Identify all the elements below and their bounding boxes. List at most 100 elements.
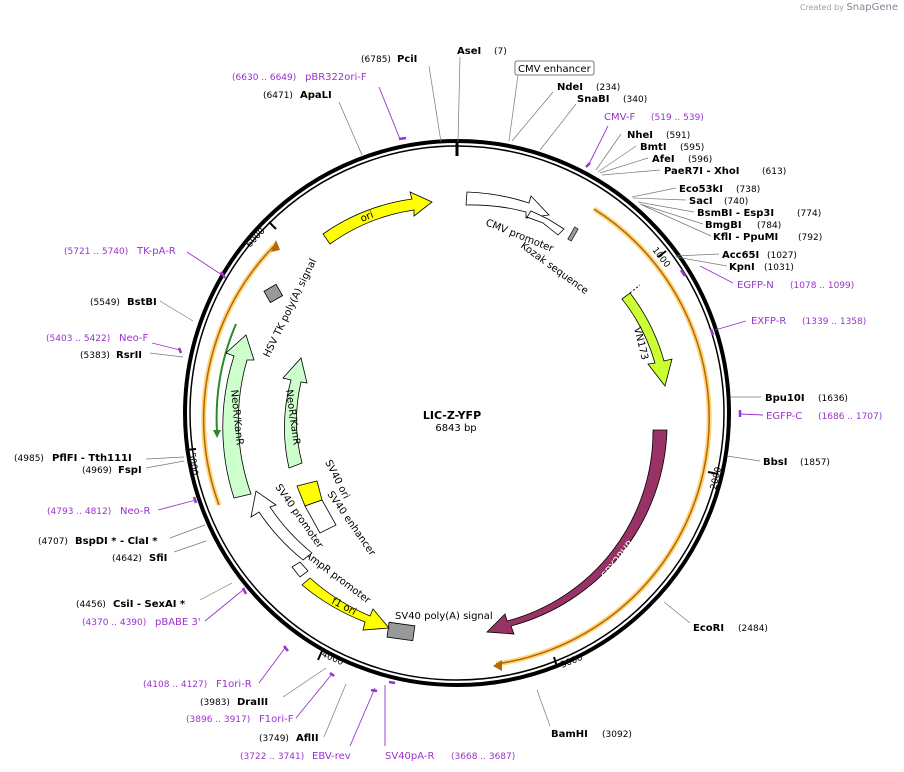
tick-label-4000: 4000 <box>320 650 345 669</box>
feature-label-ori: ori <box>359 210 375 225</box>
leader-bmti <box>597 145 637 173</box>
feature-vn173 <box>621 292 673 387</box>
orf-arc-right-core <box>495 208 710 665</box>
tick-label-6000: 6000 <box>245 226 268 250</box>
primer-name-egfp-n: EGFP-N <box>737 280 774 291</box>
enzyme-pos-kpni: (1031) <box>764 263 794 273</box>
enzyme-pos-rsrii: (5383) <box>80 351 110 361</box>
enzyme-pos-acc65i: (1027) <box>767 251 797 261</box>
orf-arc-left-head <box>271 240 280 252</box>
orf-arc-right-head <box>493 660 502 671</box>
feature-neor-outer <box>222 334 255 499</box>
primer-pos-egfp-c: (1686 .. 1707) <box>818 412 882 422</box>
leader-eco53ki <box>631 187 677 198</box>
leader-ebv-rev <box>349 687 376 747</box>
enzyme-pos-snabi: (340) <box>623 95 647 105</box>
primer-tick-ebv-rev <box>370 688 378 693</box>
leader-egfp-c <box>739 413 764 416</box>
leader-csii <box>199 582 233 601</box>
credit-brand: SnapGene <box>846 2 898 13</box>
orf-arc-right <box>495 206 712 667</box>
enzyme-pos-fspi: (4969) <box>82 466 112 476</box>
leader-ecori <box>663 601 691 624</box>
feature-label-kozak-sequence: Kozak sequence <box>518 241 590 297</box>
primer-tick-sv40pa-r <box>388 680 396 685</box>
enzyme-pos-bamhi: (3092) <box>602 730 632 740</box>
feature-sv40-polya <box>386 621 416 642</box>
primer-tick-tk-pa-r <box>219 271 227 279</box>
feature-label-hsv-tk-polya: HSV TK poly(A) signal <box>262 257 319 359</box>
feature-kozak-sequence <box>567 226 579 242</box>
leader-rsrii <box>149 352 184 358</box>
enzyme-name-apali: ApaLI <box>300 90 332 101</box>
enzyme-name-bbsi: BbsI <box>763 457 787 468</box>
enzyme-name-kpni: KpnI <box>729 262 755 273</box>
leader-neo-r <box>157 499 197 511</box>
enzyme-pos-bbsi: (1857) <box>800 458 830 468</box>
feature-cry2phr <box>486 429 668 635</box>
primer-name-pbabe3: pBABE 3' <box>155 617 201 628</box>
primer-tick-egfp-n <box>679 269 687 277</box>
credit-prefix: Created by <box>799 3 844 12</box>
primer-name-pbr322ori-f: pBR322ori-F <box>305 72 367 83</box>
leader-cmv-f <box>587 125 609 167</box>
enzyme-pos-aflii: (3749) <box>259 734 289 744</box>
primer-tick-f1ori-f <box>329 672 335 677</box>
enzyme-name-sfii: SfiI <box>149 553 167 564</box>
neo-arc-inner <box>215 323 237 433</box>
leader-tk-pa-r <box>186 251 223 276</box>
orf-arc-left-core <box>202 243 277 506</box>
enzyme-pos-pcii: (6785) <box>361 55 391 65</box>
primer-pos-neo-r: (4793 .. 4812) <box>47 507 111 517</box>
leader-aflii <box>323 683 347 738</box>
enzyme-name-saci: SacI <box>689 196 713 207</box>
enzyme-name-snabi: SnaBI <box>577 94 609 105</box>
enzyme-pos-nhei: (591) <box>666 131 690 141</box>
primer-tick-exfp-r <box>709 328 715 336</box>
leader-f1ori-r <box>258 647 286 684</box>
feature-label-cmv-enhancer: CMV enhancer <box>518 64 592 75</box>
primer-pos-f1ori-f: (3896 .. 3917) <box>186 715 250 725</box>
tick-6000 <box>268 221 277 230</box>
leader-kpni <box>675 256 728 267</box>
leader-clai <box>169 524 206 539</box>
enzyme-name-acc65i: Acc65I <box>722 250 759 261</box>
primer-name-neo-r: Neo-R <box>120 506 151 517</box>
enzyme-pos-ndei: (234) <box>596 83 620 93</box>
plasmid-name: LIC-Z-YFP <box>423 409 481 422</box>
primer-name-f1ori-f: F1ori-F <box>259 714 294 725</box>
leader-sfii <box>173 540 207 553</box>
enzyme-name-pcii: PciI <box>397 54 417 65</box>
primer-pos-pbr322ori-f: (6630 .. 6649) <box>232 73 296 83</box>
primer-tick-cmv-f <box>585 162 591 168</box>
enzyme-pos-asei: (7) <box>494 47 507 57</box>
leader-snabi <box>539 103 577 151</box>
feature-f1-ori <box>301 577 390 631</box>
primer-tick-pbabe3 <box>241 587 248 595</box>
feature-cmv-promoter-tail <box>526 210 565 236</box>
primer-pos-exfp-r: (1339 .. 1358) <box>802 317 866 327</box>
tick-1000 <box>657 250 667 258</box>
leader-saci <box>632 197 687 201</box>
tick-4000 <box>317 650 323 661</box>
primer-tick-pbr322ori-f <box>398 136 407 141</box>
primer-name-tk-pa-r: TK-pA-R <box>136 246 176 257</box>
enzyme-name-eco53ki: Eco53kI <box>679 184 723 195</box>
feature-label-sv40-polya: SV40 poly(A) signal <box>395 611 493 622</box>
primer-pos-tk-pa-r: (5721 .. 5740) <box>64 247 128 257</box>
tick-label-3000: 3000 <box>559 653 584 671</box>
plasmid-size: 6843 bp <box>435 423 476 434</box>
enzyme-name-xhoi: PaeR7I - XhoI <box>664 166 740 177</box>
enzyme-name-asei: AseI <box>457 46 481 57</box>
feature-sv40-enhancer <box>304 499 337 534</box>
leader-kfli <box>641 204 712 237</box>
leader-afei <box>599 157 649 174</box>
enzyme-name-bamhi: BamHI <box>551 729 588 740</box>
primer-labels: (6630 .. 6649) pBR322ori-F CMV-F (519 ..… <box>46 72 882 762</box>
cmv-enhancer-leader <box>508 74 519 142</box>
primer-ticks <box>177 136 742 693</box>
leader-acc65i <box>674 253 720 257</box>
enzyme-pos-xhoi: (613) <box>762 167 786 177</box>
primer-name-f1ori-r: F1ori-R <box>216 679 252 690</box>
